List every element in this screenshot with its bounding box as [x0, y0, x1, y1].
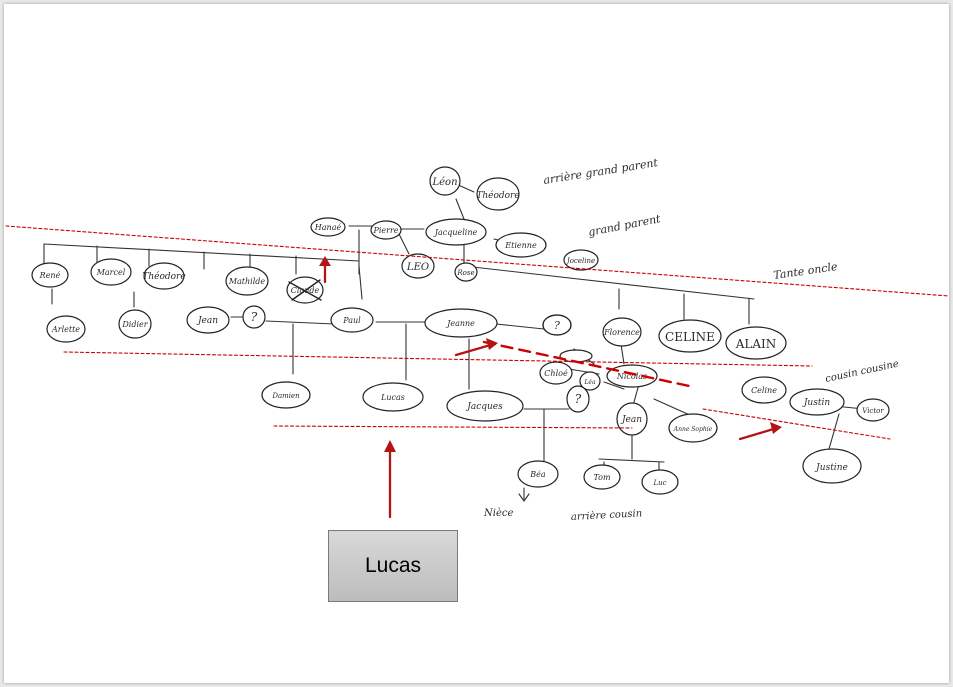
person-alain: ALAIN — [735, 337, 777, 351]
person-lucas: Lucas — [380, 393, 405, 402]
person-unknown-2: ? — [554, 319, 560, 332]
person-theodore-top: Théodore — [476, 190, 519, 201]
band-line-4 — [702, 408, 891, 440]
person-bea: Béa — [529, 470, 546, 479]
screenshot-frame: Léon Théodore Hanaé Pierre Jacqueline Et… — [4, 4, 949, 683]
person-hanae: Hanaé — [314, 223, 342, 232]
crossed-out-mark — [288, 279, 322, 301]
person-leon: Léon — [431, 177, 457, 188]
person-celine: Celine — [751, 386, 777, 395]
person-ovals — [31, 166, 890, 495]
person-jacques: Jacques — [465, 402, 503, 412]
person-anne-sophie: Anne Sophie — [673, 426, 713, 433]
person-claude: Claude — [291, 286, 320, 295]
label-grand-parent: grand parent — [587, 212, 662, 239]
person-leo: LEO — [406, 262, 429, 273]
person-didier: Didier — [121, 320, 148, 329]
arrow-up-lucas — [384, 440, 396, 519]
label-arriere-grand-parent: arrière grand parent — [542, 156, 659, 187]
person-justin: Justin — [802, 398, 831, 408]
person-jeanne: Jeanne — [445, 319, 475, 328]
arrow-to-jeanne — [454, 338, 498, 357]
person-arlette: Arlette — [51, 325, 80, 334]
family-tree-diagram: Léon Théodore Hanaé Pierre Jacqueline Et… — [5, 156, 949, 523]
person-etienne: Etienne — [504, 241, 537, 250]
person-unknown-1: ? — [251, 310, 258, 324]
label-cousin-cousine: cousin cousine — [824, 359, 899, 385]
dashed-highlight-line — [482, 340, 696, 389]
person-victor: Victor — [862, 407, 884, 415]
label-tante-oncle: Tante oncle — [773, 260, 839, 282]
person-tom: Tom — [593, 473, 611, 482]
person-nicolas: Nicolas — [616, 372, 647, 381]
generation-band-lines — [5, 225, 949, 440]
person-marcel: Marcel — [96, 268, 126, 277]
person-chloe: Chloé — [544, 369, 568, 378]
person-damien: Damien — [271, 392, 300, 400]
label-niece: Nièce — [483, 508, 513, 519]
person-ovals-extra — [542, 314, 572, 336]
person-justine: Justine — [814, 463, 848, 473]
person-unknown-3: ? — [575, 392, 582, 406]
person-joceline: Joceline — [565, 257, 595, 265]
band-line-3 — [273, 425, 633, 429]
person-jean-2: Jean — [620, 415, 642, 425]
arrow-up-small — [319, 256, 331, 284]
person-rene: René — [39, 271, 61, 280]
person-names: Léon Théodore Hanaé Pierre Jacqueline Et… — [39, 177, 885, 487]
red-arrows — [319, 256, 782, 519]
person-luc: Luc — [652, 479, 666, 487]
person-paul: Paul — [342, 316, 361, 325]
person-florence: Florence — [603, 328, 640, 337]
person-theodore: Théodore — [142, 271, 185, 282]
band-line-1 — [5, 225, 949, 297]
person-jean: Jean — [196, 316, 218, 326]
label-arriere-cousin: arrière cousin — [571, 508, 643, 523]
person-rose: Rose — [456, 269, 474, 277]
band-line-2 — [63, 351, 813, 367]
person-jacqueline: Jacqueline — [433, 228, 478, 237]
person-pierre: Pierre — [372, 226, 398, 235]
arrow-to-cousins — [738, 422, 782, 441]
person-mathilde: Mathilde — [228, 277, 266, 286]
person-celine-caps: CELINE — [665, 330, 715, 344]
lucas-highlight-box[interactable]: Lucas — [328, 530, 458, 602]
person-lea: Léa — [583, 379, 596, 386]
